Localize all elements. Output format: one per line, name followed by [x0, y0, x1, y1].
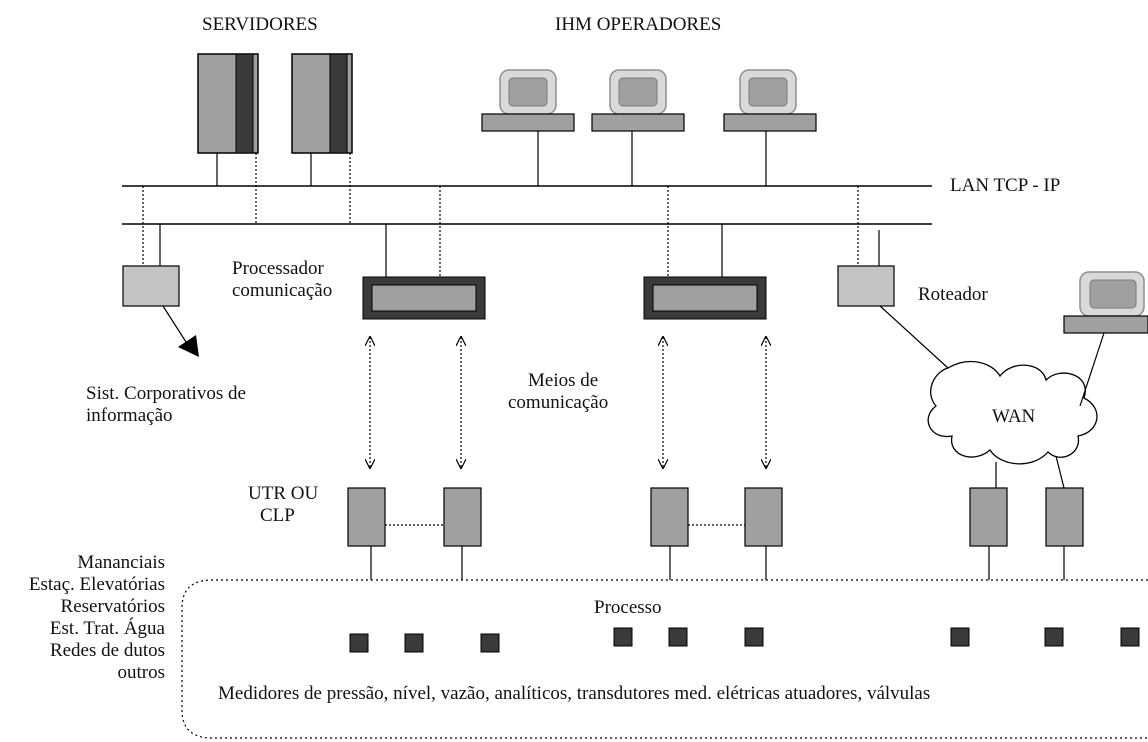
server-dotted-connections	[255, 153, 351, 224]
rtu-pair-1	[347, 487, 482, 580]
process-site-item: Mananciais	[77, 552, 165, 573]
rtu-pair-3	[969, 487, 1084, 580]
label-utr-clp: UTR OU CLP	[248, 483, 318, 527]
label-roteador: Roteador	[918, 284, 988, 305]
label-utr-line2: CLP	[260, 505, 295, 526]
label-processador-line2: comunicação	[232, 280, 333, 301]
label-lan: LAN TCP - IP	[950, 175, 1061, 196]
label-processador-line1: Processador	[232, 258, 324, 279]
process-site-item: Estaç. Elevatórias	[28, 574, 165, 595]
label-sist-line1: Sist. Corporativos de	[86, 383, 246, 404]
process-sites-list: Mananciais Estaç. Elevatórias Reservatór…	[0, 552, 165, 684]
server-2	[291, 53, 353, 154]
operator-hmi-2	[591, 69, 685, 186]
process-site-item: outros	[117, 662, 166, 683]
wan-rtu-links	[995, 455, 1065, 489]
label-meios-line2: comunicação	[508, 392, 609, 413]
process-boundary	[181, 579, 1148, 739]
label-processador: Processador comunicação	[232, 258, 332, 302]
process-site-item: Reservatórios	[60, 596, 165, 617]
server-connections	[216, 153, 312, 186]
corporate-gateway	[122, 186, 199, 357]
field-instruments	[349, 627, 1140, 653]
comm-processor-2	[643, 186, 767, 320]
wan-cloud	[927, 360, 1098, 465]
label-meios-line1: Meios de	[528, 370, 599, 391]
label-medidores: Medidores de pressão, nível, vazão, anal…	[218, 683, 931, 704]
operator-hmi-1	[481, 69, 575, 186]
remote-hmi	[1063, 271, 1148, 407]
label-wan: WAN	[992, 406, 1036, 427]
rtu-pair-2	[650, 487, 783, 580]
label-meios-comunicacao: Meios de comunicação	[508, 370, 608, 414]
server-1	[197, 53, 259, 154]
label-ihm-operadores: IHM OPERADORES	[555, 14, 722, 35]
operator-hmi-3	[723, 69, 817, 186]
process-site-item: Redes de dutos	[49, 640, 165, 661]
label-sist-corporativos: Sist. Corporativos de informação	[86, 383, 246, 427]
label-sist-line2: informação	[86, 405, 173, 426]
router	[837, 186, 949, 369]
label-servidores: SERVIDORES	[202, 14, 318, 35]
label-processo: Processo	[594, 597, 662, 618]
process-site-item: Est. Trat. Água	[49, 618, 165, 639]
label-utr-line1: UTR OU	[248, 483, 319, 504]
comm-media-arrows	[370, 337, 766, 468]
comm-processor-1	[362, 186, 486, 320]
